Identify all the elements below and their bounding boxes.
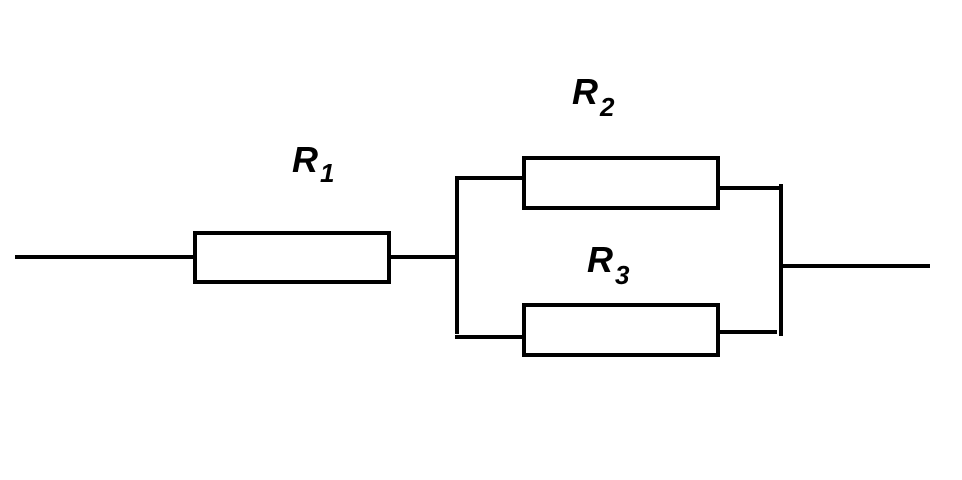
label-r3: R3 [587,239,630,290]
label-r2: R2 [572,71,615,122]
label-r1: R1 [292,139,334,188]
resistor-r2 [522,156,720,210]
